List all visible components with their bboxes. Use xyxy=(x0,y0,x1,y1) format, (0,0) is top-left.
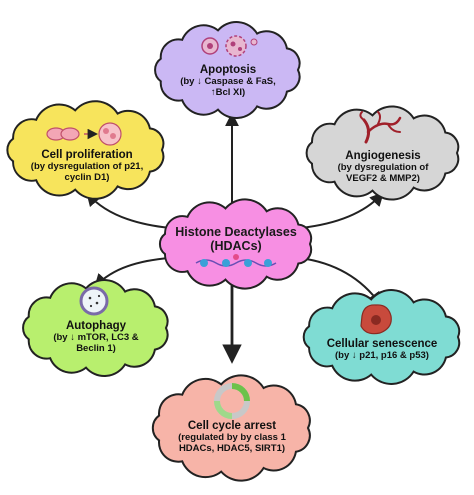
cloud-shape xyxy=(151,374,311,482)
angiogenesis-detail-2: VEGF2 & MMP2) xyxy=(346,173,420,185)
center-label: Histone Deactylases (HDACs) xyxy=(166,225,306,254)
cloud-shape xyxy=(154,21,301,119)
angiogenesis-title: Angiogenesis xyxy=(345,150,421,162)
apoptosis-title: Apoptosis xyxy=(199,64,257,76)
angiogenesis-label: Angiogenesis (by dysregulation of VEGF2 … xyxy=(313,150,453,185)
cloud-apoptosis xyxy=(154,21,301,119)
autophagy-cell-icon xyxy=(79,286,109,316)
arrow-to-angiogenesis xyxy=(299,191,384,229)
autophagy-detail-2: Beclin 1) xyxy=(76,343,116,355)
senescence-title: Cellular senescence xyxy=(326,338,438,350)
apoptosis-label: Apoptosis (by ↓ Caspase & FaS, ↑Bcl XI) xyxy=(158,64,298,99)
cloud-shape xyxy=(22,279,169,377)
cloud-shape xyxy=(305,105,460,201)
cell-cycle-icon xyxy=(214,383,250,419)
senescence-label: Cellular senescence (by ↓ p21, p16 & p53… xyxy=(310,338,454,362)
proliferation-cells-icon xyxy=(46,122,122,146)
hdac-dna-icon xyxy=(195,254,277,267)
autophagy-label: Autophagy (by ↓ mTOR, LC3 & Beclin 1) xyxy=(30,320,162,355)
cloud-proliferation xyxy=(6,100,165,200)
arrest-detail-1: (regulated by by class 1 xyxy=(178,432,286,444)
cloud-autophagy xyxy=(22,279,169,377)
senescent-cell-icon xyxy=(360,304,392,335)
autophagy-title: Autophagy xyxy=(65,320,127,332)
arrest-title: Cell cycle arrest xyxy=(187,420,277,432)
arrest-detail-2: HDACs, HDAC5, SIRT1) xyxy=(178,443,286,455)
apoptosis-detail-1: (by ↓ Caspase & FaS, xyxy=(180,76,276,88)
apoptosis-detail-2: ↑Bcl XI) xyxy=(210,87,246,99)
center-title: Histone Deactylases xyxy=(175,225,297,239)
cloud-shape xyxy=(158,198,313,290)
autophagy-detail-1: (by ↓ mTOR, LC3 & xyxy=(53,332,139,344)
center-subtitle: (HDACs) xyxy=(210,239,262,254)
proliferation-label: Cell proliferation (by dysregulation of … xyxy=(12,149,162,184)
cloud-angiogenesis xyxy=(305,105,460,201)
proliferation-detail-2: cyclin D1) xyxy=(64,172,110,184)
cloud-shape xyxy=(302,289,461,385)
blood-vessel-icon xyxy=(359,111,402,144)
senescence-detail-1: (by ↓ p21, p16 & p53) xyxy=(335,350,429,362)
proliferation-title: Cell proliferation xyxy=(41,149,133,161)
proliferation-detail-1: (by dysregulation of p21, xyxy=(30,161,144,173)
cloud-shape xyxy=(6,100,165,200)
arrest-label: Cell cycle arrest (regulated by by class… xyxy=(157,420,307,455)
apoptosis-cells-icon xyxy=(201,35,258,57)
cloud-center xyxy=(158,198,313,290)
arrows xyxy=(86,112,384,364)
cloud-senescence xyxy=(302,289,461,385)
angiogenesis-detail-1: (by dysregulation of xyxy=(337,162,429,174)
cloud-arrest xyxy=(151,374,311,482)
